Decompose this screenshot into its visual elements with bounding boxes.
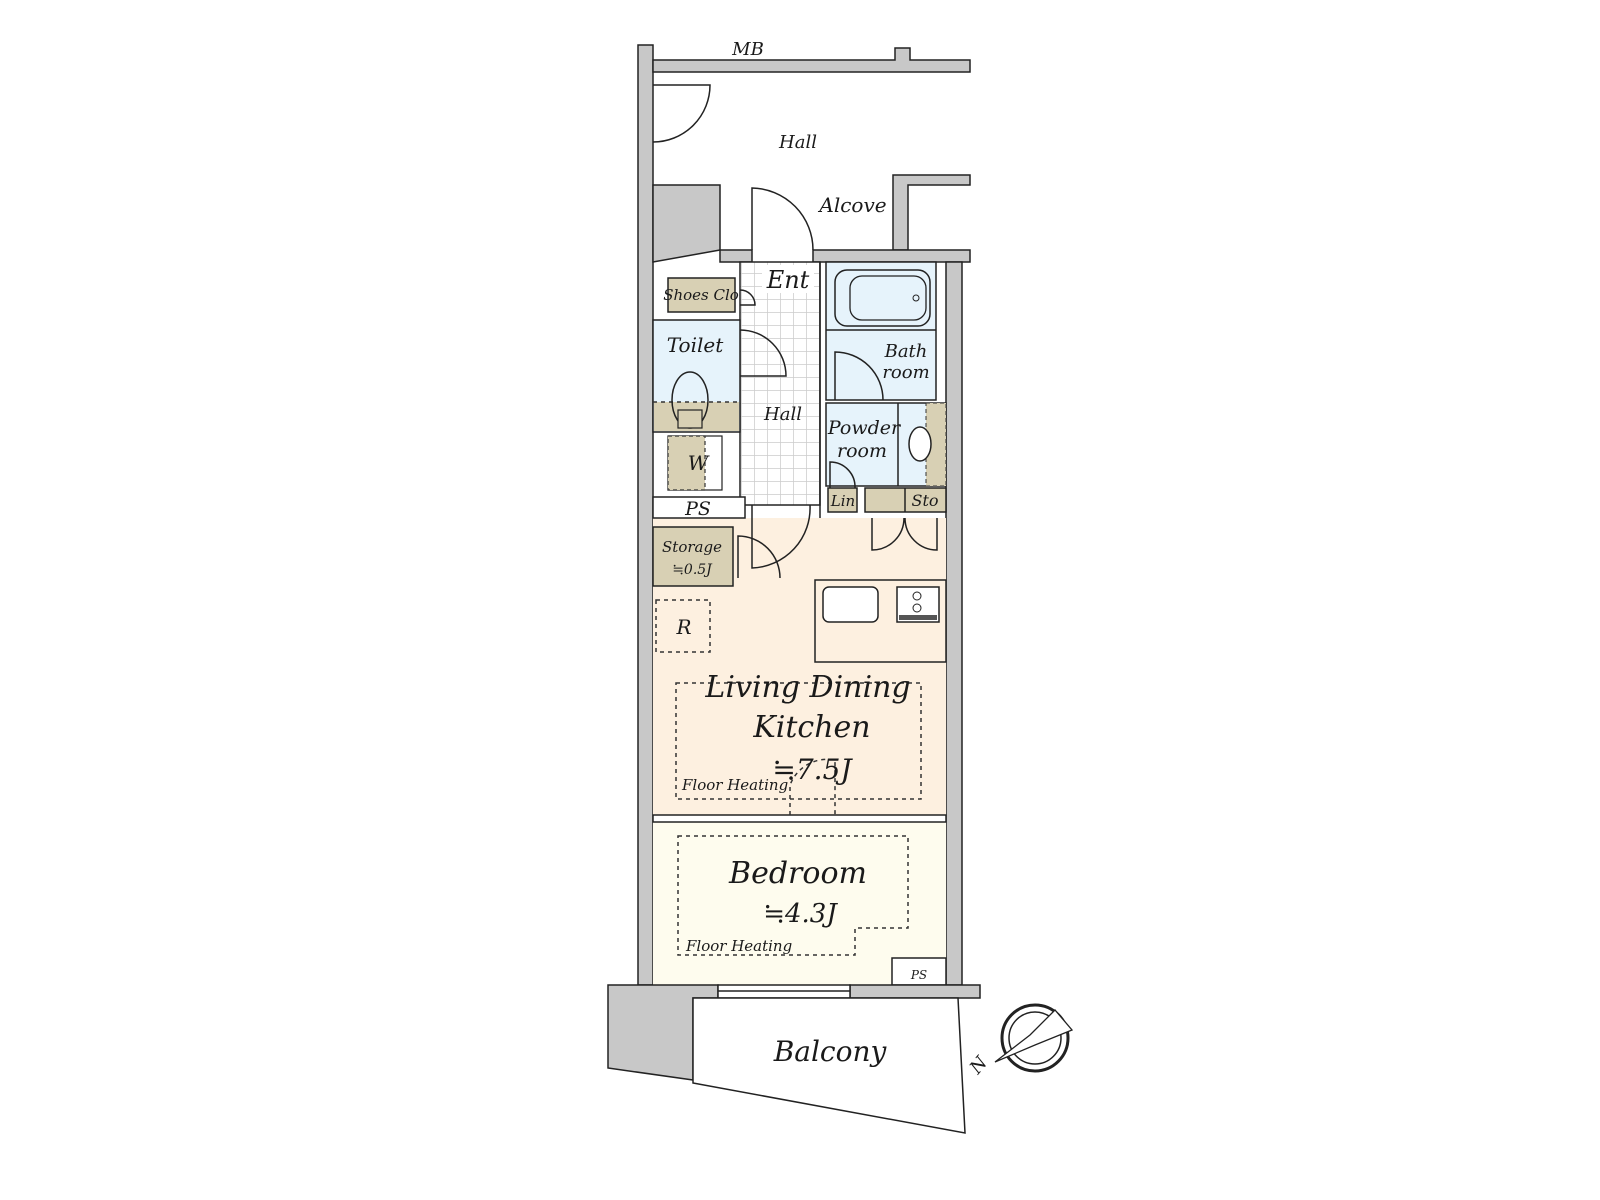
bottom-wall-right xyxy=(849,984,981,999)
sto-door-swing xyxy=(871,517,938,551)
bathroom-label-2: room xyxy=(882,362,929,383)
ldk-floor-heating-area xyxy=(675,682,922,800)
stove-grill xyxy=(899,615,937,620)
entrance-door-swing xyxy=(751,187,814,251)
burner-2 xyxy=(912,603,922,613)
bedroom-floor-heating-label: Floor Heating xyxy=(685,937,792,955)
shoes-closet-label: Shoes Clo xyxy=(663,286,739,304)
linen-closet xyxy=(827,487,858,513)
linen-label: Lin xyxy=(830,492,855,510)
bedroom-floor-heating-area xyxy=(677,835,909,956)
storage-door-swing xyxy=(737,535,781,579)
ldk-floor-heating-label: Floor Heating xyxy=(681,776,788,794)
entrance-hall-floor xyxy=(739,261,821,506)
ldk-bedroom-partition xyxy=(652,814,947,823)
sink-icon xyxy=(908,426,932,462)
powder-door-swing xyxy=(829,461,856,489)
balcony-label: Balcony xyxy=(773,1035,888,1068)
bedroom-size: ≒4.3J xyxy=(763,899,838,929)
powder-label-2: room xyxy=(837,440,887,462)
kitchen-sink-icon xyxy=(822,586,879,623)
washer-label: W xyxy=(688,451,710,475)
left-exterior-wall xyxy=(637,44,654,986)
entrance-label: Ent xyxy=(766,266,810,294)
bathtub-icon xyxy=(834,269,931,327)
shoes-closet xyxy=(667,277,736,313)
toilet-seat-icon xyxy=(677,409,703,429)
ent-label-bg xyxy=(762,265,814,293)
ldk-size: ≒7.5J xyxy=(772,753,853,786)
pipe-space-upper xyxy=(652,496,746,519)
compass-icon: N xyxy=(965,1003,1074,1079)
refrigerator-label: R xyxy=(675,615,691,639)
top-wall-right xyxy=(812,249,971,263)
ldk-sliding-door-swing xyxy=(789,758,836,815)
refrigerator-space xyxy=(655,599,711,653)
shoes-door-swing xyxy=(739,289,756,306)
toilet-door-swing xyxy=(739,329,787,377)
bathtub-inner xyxy=(849,275,927,321)
bedroom-label: Bedroom xyxy=(728,856,867,891)
hall-wall-block xyxy=(652,184,721,263)
ldk-door-swing xyxy=(751,504,811,569)
washer-pan xyxy=(667,435,706,491)
alcove-wall xyxy=(892,174,971,251)
sto-label: Sto xyxy=(911,491,938,510)
balcony xyxy=(692,997,966,1134)
burner-1 xyxy=(912,591,922,601)
pipe-space-lower xyxy=(891,957,947,986)
hall-outer-label: Hall xyxy=(778,132,817,153)
bath-door-swing xyxy=(834,351,884,401)
hall-inner-label: Hall xyxy=(763,404,802,425)
compass-north-label: N xyxy=(965,1052,993,1079)
ps-upper-label: PS xyxy=(684,498,711,520)
bathtub-drain-icon xyxy=(912,294,920,302)
right-exterior-wall xyxy=(945,261,963,986)
mb-wall xyxy=(652,47,971,73)
ldk-label-1: Living Dining xyxy=(704,670,910,705)
storage-size: ≒0.5J xyxy=(672,562,713,578)
powder-label-1: Powder xyxy=(827,417,902,439)
mb-label: MB xyxy=(731,39,764,60)
alcove-label: Alcove xyxy=(817,193,886,217)
storage xyxy=(652,526,734,587)
ps-lower-label: PS xyxy=(910,968,927,982)
top-wall-left xyxy=(719,249,753,263)
hall-door-swing xyxy=(652,84,711,143)
toilet-label: Toilet xyxy=(667,333,724,357)
storage-label: Storage xyxy=(662,538,722,556)
ldk-label-2: Kitchen xyxy=(752,710,870,745)
bathroom-label-1: Bath xyxy=(884,341,928,362)
